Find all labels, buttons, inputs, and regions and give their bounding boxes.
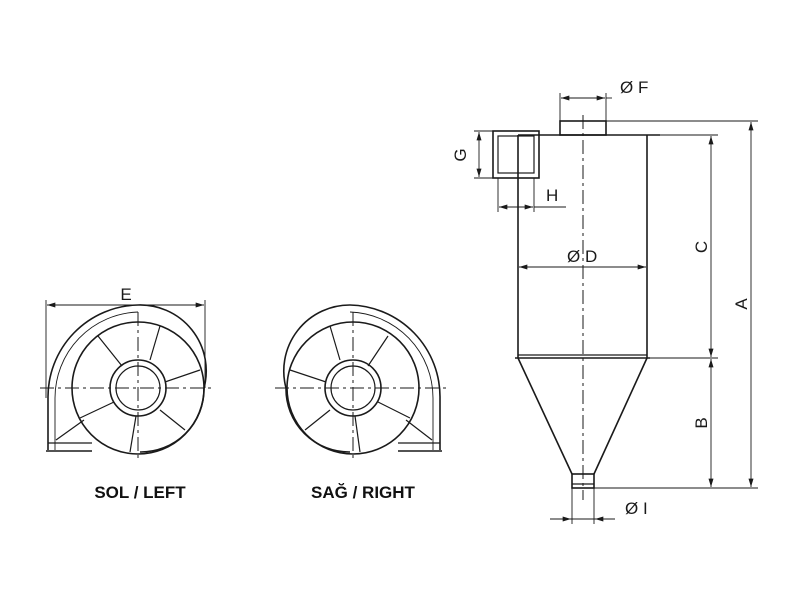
dimension-label-a: A (732, 298, 751, 310)
left-view-caption: SOL / LEFT (94, 483, 186, 502)
left-top-view: E (40, 285, 215, 462)
side-elevation: Ø F G H Ø D C B A Ø I (451, 78, 758, 524)
dimension-label-d: Ø D (567, 247, 597, 266)
dimension-label-g: G (451, 148, 470, 161)
right-view-caption: SAĞ / RIGHT (311, 483, 416, 502)
dimension-label-e: E (120, 285, 131, 304)
dimension-label-i: Ø I (625, 499, 648, 518)
dimension-label-f: Ø F (620, 78, 648, 97)
right-top-view (275, 304, 448, 462)
dimension-label-h: H (546, 186, 558, 205)
dimension-label-b: B (692, 417, 711, 428)
dimension-label-c: C (692, 241, 711, 253)
